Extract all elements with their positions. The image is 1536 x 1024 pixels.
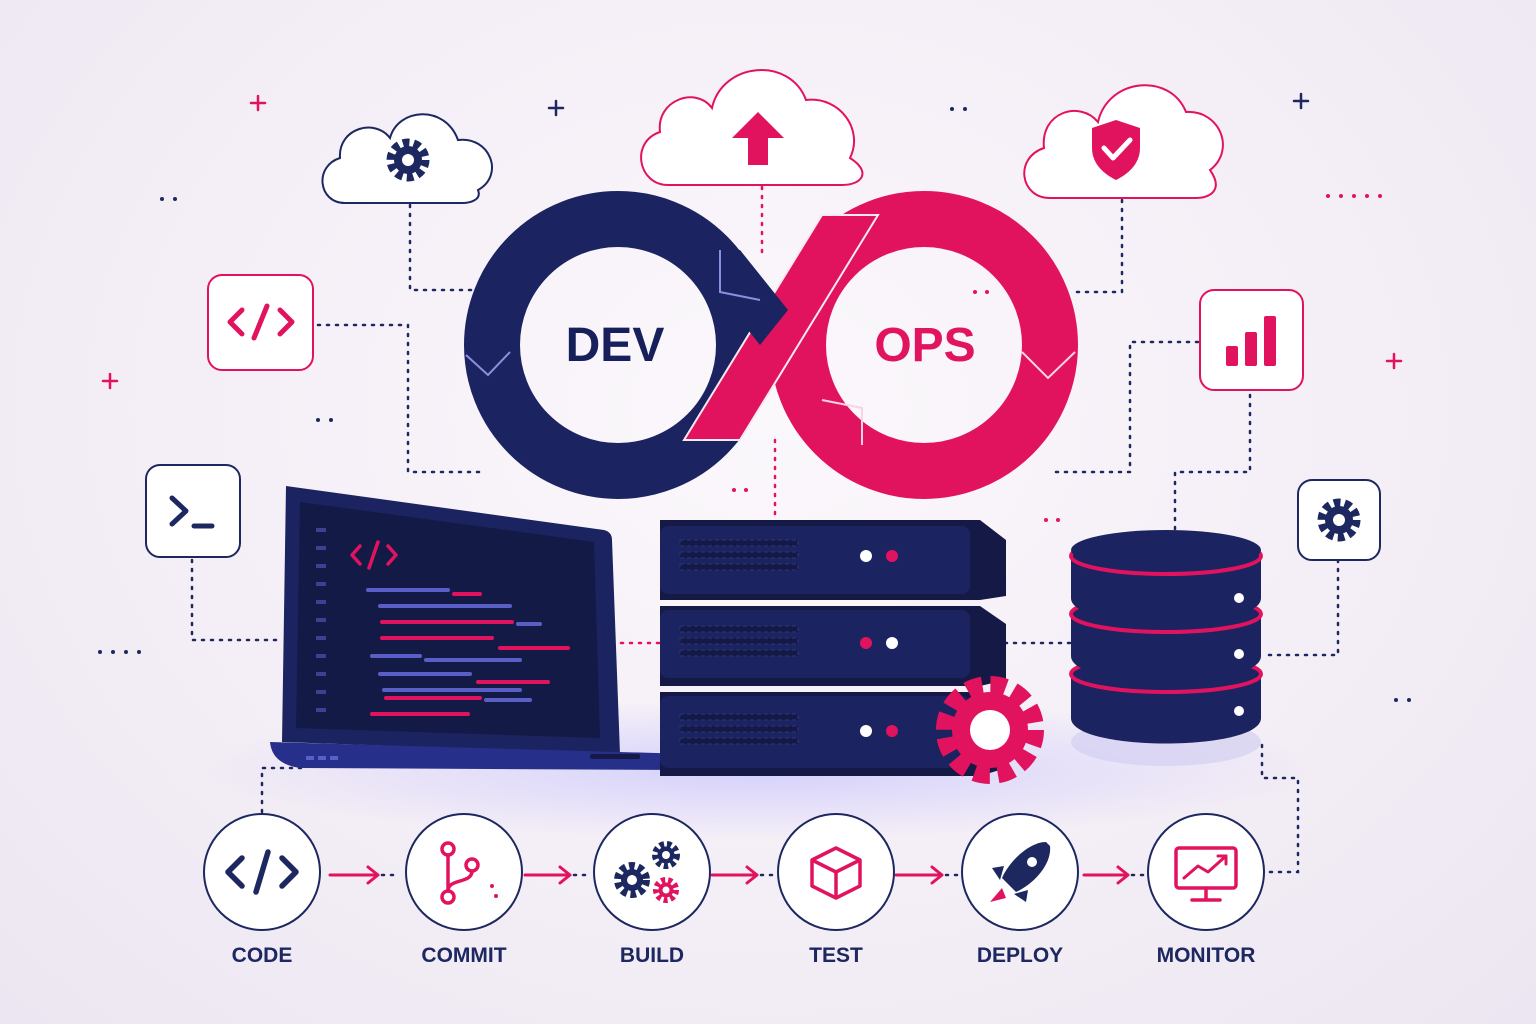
ops-label: OPS: [874, 319, 976, 372]
server-stack: [660, 520, 1044, 784]
terminal-icon: [169, 495, 215, 529]
stage-code: [203, 813, 321, 931]
decor-marks: [101, 92, 1403, 390]
dev-label: DEV: [565, 319, 665, 372]
cube-icon: [810, 846, 862, 900]
stage-commit: [405, 813, 523, 931]
monitor-chart-icon: [1174, 846, 1238, 902]
stage-test: [777, 813, 895, 931]
cloud-settings: [321, 113, 493, 204]
code-tile: [207, 274, 314, 371]
laptop-base: [270, 742, 695, 770]
stage-deploy: [961, 813, 1079, 931]
server-unit-1: [660, 520, 1006, 600]
gear-tile: [1297, 479, 1381, 561]
chart-tile: [1199, 289, 1304, 391]
stage-label-commit: COMMIT: [421, 944, 507, 967]
rocket-icon: [990, 842, 1051, 902]
server-unit-3: [660, 692, 1006, 776]
dev-crossband: [684, 250, 788, 345]
server-unit-2: [660, 606, 1006, 686]
database: [1069, 530, 1263, 766]
shield-check-icon: [1092, 120, 1140, 180]
code-brackets-icon: [225, 849, 299, 895]
gear-icon: [1317, 498, 1361, 542]
cloud-upload: [640, 69, 864, 186]
git-branch-icon: [440, 841, 480, 905]
pipeline-arrows: [328, 865, 1130, 885]
laptop: [270, 486, 695, 770]
gear-icon: [386, 138, 430, 182]
stage-label-test: TEST: [809, 944, 863, 967]
stage-monitor: [1147, 813, 1265, 931]
code-lines: [366, 588, 570, 716]
stage-label-code: CODE: [231, 944, 293, 967]
code-brackets-icon: [227, 303, 295, 341]
decor-dots: [98, 107, 1411, 702]
cloud-security: [1023, 84, 1224, 199]
stage-build: [593, 813, 711, 931]
stage-label-deploy: DEPLOY: [976, 944, 1064, 967]
ops-crossband: [682, 214, 880, 441]
upload-arrow-icon: [732, 112, 784, 165]
bar-chart-icon: [1226, 316, 1276, 366]
infinity-logo: [464, 191, 1078, 499]
connector-lines: [190, 185, 1340, 874]
decor-dots-pink: [732, 194, 1382, 522]
stage-label-monitor: MONITOR: [1156, 944, 1256, 967]
code-brackets-icon: [350, 540, 398, 570]
large-gear-icon: [936, 676, 1044, 784]
gears-icon: [614, 841, 680, 903]
terminal-tile: [145, 464, 241, 558]
stage-label-build: BUILD: [619, 944, 685, 967]
line-number-gutter: [316, 528, 326, 712]
